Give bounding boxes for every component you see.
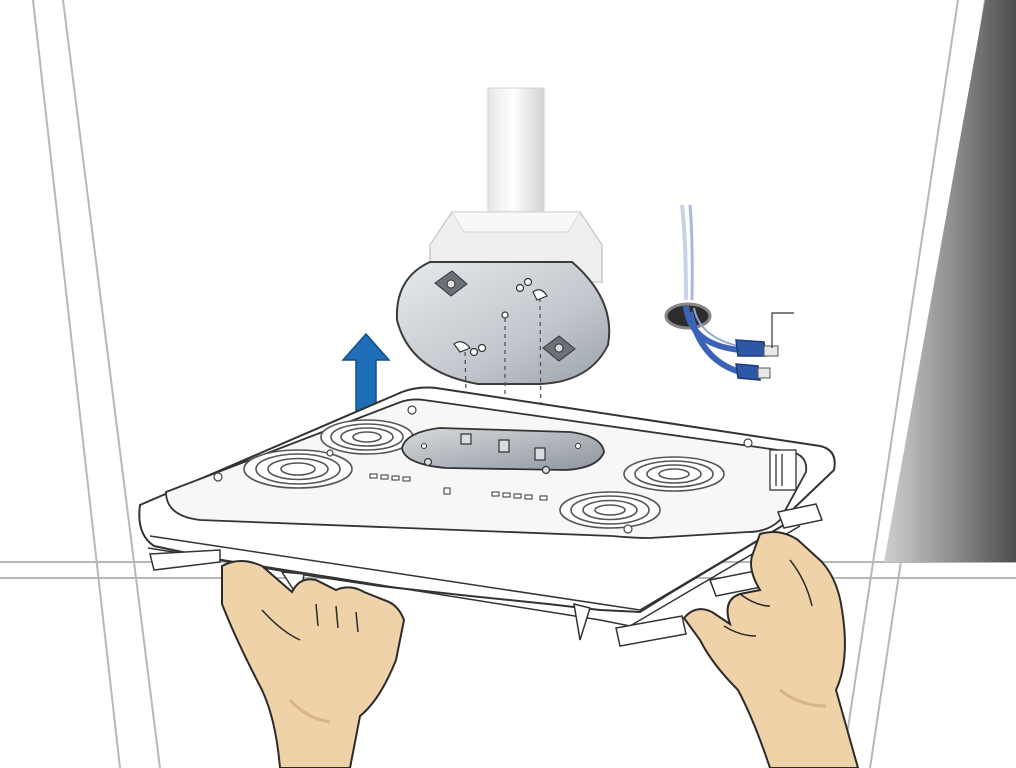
left-hand: [222, 561, 404, 768]
callout-leader-line: [772, 313, 794, 348]
ethernet-cables: [666, 205, 794, 380]
ceiling-pipe: [430, 88, 602, 282]
mounting-bracket: [402, 428, 604, 474]
ceiling-mount-plate: [397, 262, 609, 384]
wall-panel: [884, 0, 1016, 562]
side-latch: [770, 450, 796, 490]
